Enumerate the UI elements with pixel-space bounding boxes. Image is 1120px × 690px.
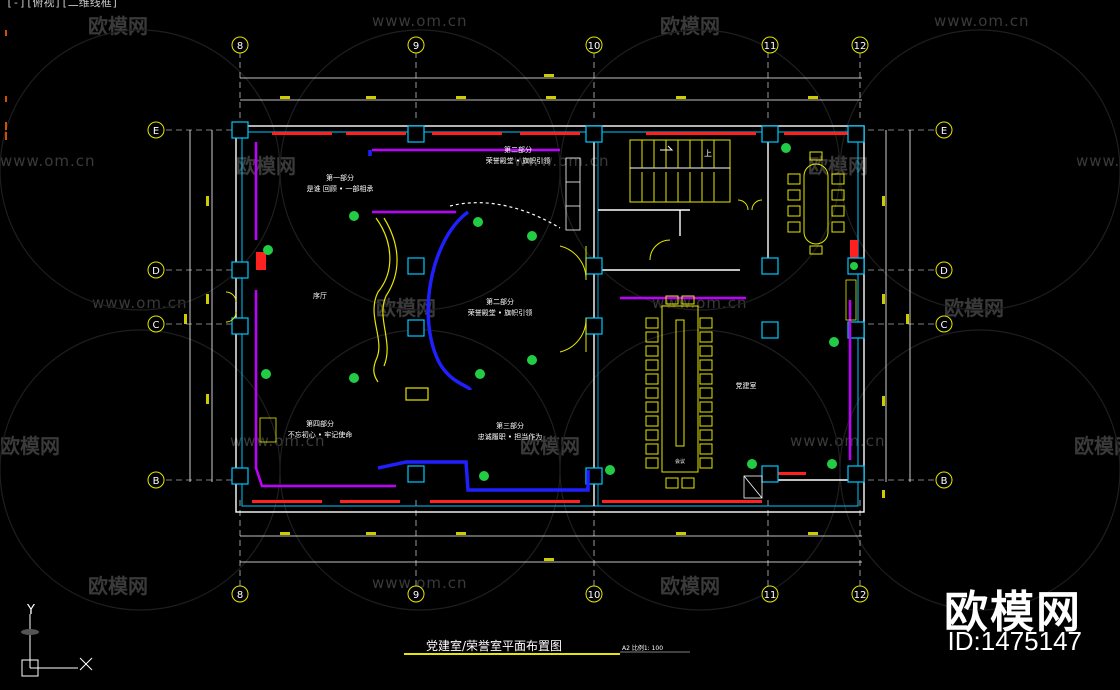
plants [261, 143, 858, 481]
svg-text:8: 8 [237, 590, 243, 601]
structural-columns [231, 121, 865, 485]
svg-text:8: 8 [237, 41, 243, 52]
svg-text:11: 11 [764, 41, 777, 52]
scale-note: A2 比例1: 100 [622, 644, 663, 652]
svg-text:10: 10 [588, 590, 601, 601]
svg-text:10: 10 [588, 41, 601, 52]
outer-walls [235, 125, 865, 513]
room-heading: 第四部分 [306, 419, 334, 428]
room-heading: 第一部分 [326, 173, 354, 182]
grid-bubbles [147, 36, 953, 603]
svg-text:D: D [152, 266, 160, 277]
dimension-ticks [184, 74, 909, 561]
room-labels: 第一部分 是谁 回顾 • 一部相承 第二部分 荣誉殿堂 • 旗帜引领 第二部分 … [288, 145, 757, 465]
svg-text:E: E [941, 126, 947, 137]
ucs-icon[interactable] [21, 614, 93, 677]
dashed-arc [449, 202, 561, 229]
grid-bubble-labels: 8 9 10 11 12 8 9 10 11 12 E D C B E D C … [152, 41, 948, 601]
exhibit-walls [254, 142, 852, 488]
table-label: 会议 [675, 458, 685, 465]
room-heading: 第三部分 [496, 421, 524, 430]
svg-text:E: E [153, 126, 159, 137]
staircase [629, 139, 731, 203]
chairs-left [645, 317, 659, 469]
watermark-circles [0, 29, 1120, 611]
meeting-room-label: 党建室 [736, 381, 757, 390]
svg-text:B: B [153, 476, 160, 487]
window-strips [252, 132, 858, 503]
svg-text:9: 9 [413, 41, 419, 52]
room-subtitle: 荣誉殿堂 • 旗帜引领 [486, 156, 551, 165]
svg-text:C: C [941, 320, 948, 331]
room-subtitle: 不忘初心 • 牢记使命 [288, 430, 353, 439]
drawing-title: 党建室/荣誉室平面布置图 [426, 638, 562, 653]
room-subtitle: 荣誉殿堂 • 旗帜引领 [468, 308, 533, 317]
grid-lines [166, 52, 934, 586]
svg-text:C: C [153, 320, 160, 331]
brand-id: ID:1475147 [947, 626, 1082, 656]
svg-text:11: 11 [764, 590, 777, 601]
ucs-y-label: Y [26, 603, 35, 618]
meeting-table-small [787, 151, 845, 255]
top-dimensions [189, 77, 911, 563]
chairs-right [699, 317, 713, 469]
room-heading: 第二部分 [504, 145, 532, 154]
feature-wall [373, 217, 429, 401]
meeting-table-large [645, 295, 713, 489]
stair-label: 上 [704, 149, 712, 158]
curved-exhibit-wall [368, 150, 590, 492]
svg-text:D: D [940, 266, 948, 277]
side-storage [259, 157, 857, 499]
svg-text:12: 12 [854, 590, 867, 601]
svg-text:12: 12 [854, 41, 867, 52]
room-heading: 第二部分 [486, 297, 514, 306]
room-subtitle: 是谁 回顾 • 一部相承 [307, 184, 374, 193]
door-swings [225, 199, 763, 353]
room-subtitle: 忠诚履职 • 担当作为 [478, 432, 543, 441]
svg-text:B: B [941, 476, 948, 487]
svg-text:9: 9 [413, 590, 419, 601]
brand-logo: 欧模网 [944, 587, 1082, 638]
viewport-label[interactable]: [-][俯视][二维线框] [6, 0, 119, 9]
hall-label: 序厅 [313, 291, 327, 300]
